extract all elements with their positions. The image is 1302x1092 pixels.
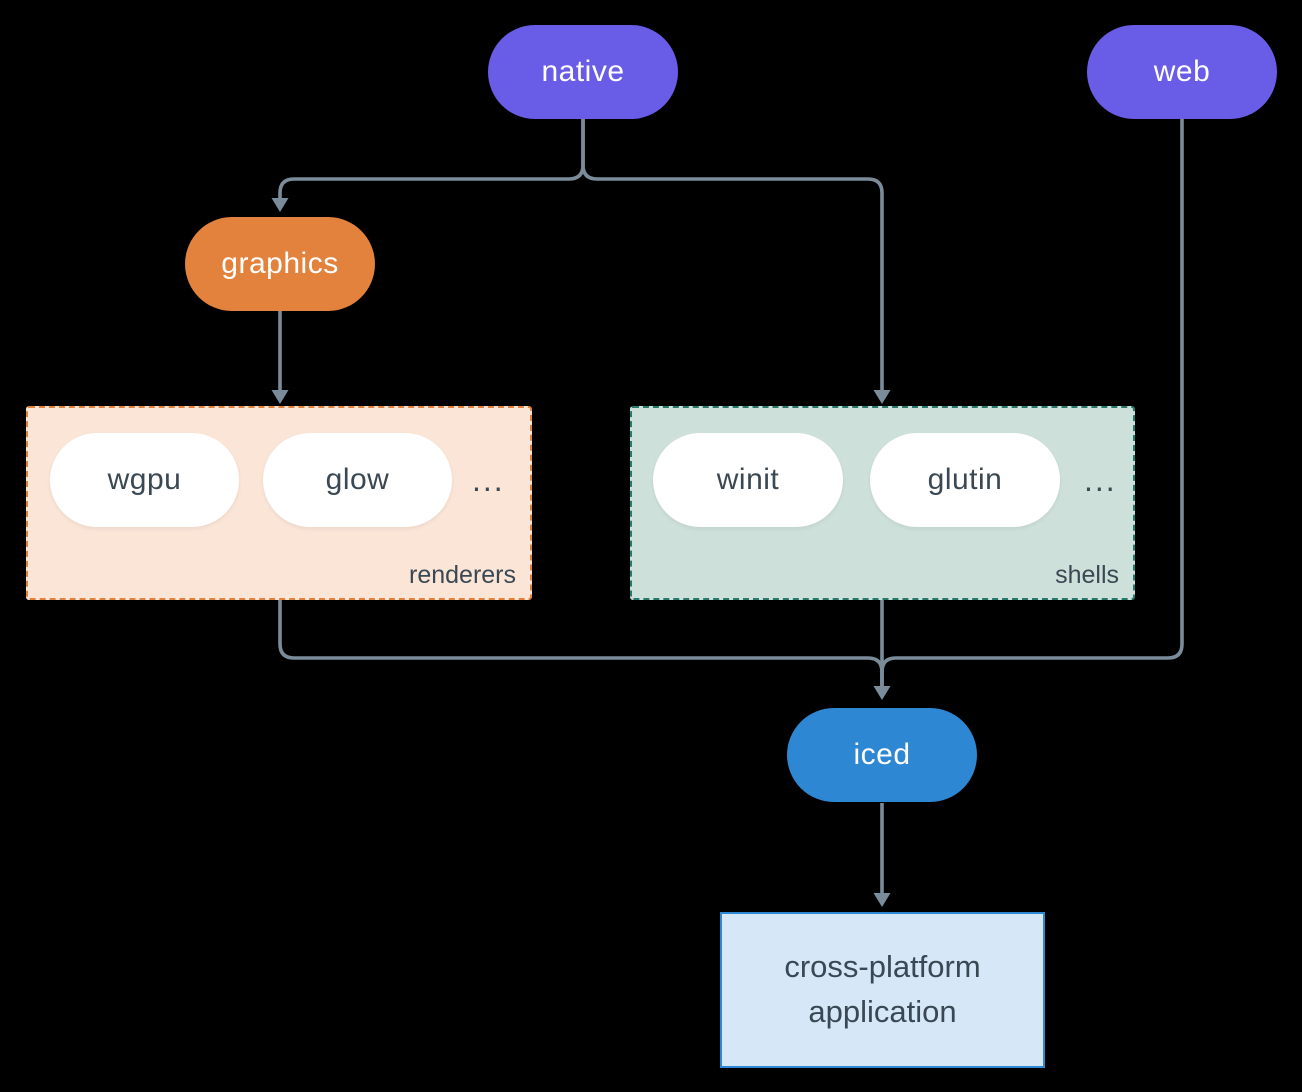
group-shells: winit glutin ... shells (630, 406, 1135, 600)
node-iced: iced (787, 708, 977, 802)
edge-native-to-graphics (278, 118, 585, 198)
arrowhead-graphics (271, 198, 289, 212)
node-winit-label: winit (716, 463, 780, 496)
arrowhead-app (873, 893, 891, 907)
group-renderers: wgpu glow ... renderers (26, 406, 532, 600)
node-web-label: web (1153, 55, 1211, 88)
node-iced-label: iced (853, 738, 911, 771)
node-native: native (488, 25, 678, 119)
node-wgpu: wgpu (50, 433, 239, 527)
node-wgpu-label: wgpu (107, 463, 182, 496)
shells-ellipsis: ... (1084, 461, 1117, 498)
arrowhead-shells (873, 390, 891, 404)
node-graphics-label: graphics (221, 247, 339, 280)
node-web: web (1087, 25, 1277, 119)
edge-renderers-to-iced (278, 600, 884, 686)
node-glutin: glutin (870, 433, 1060, 527)
arrowhead-renderers (271, 390, 289, 404)
node-glow-label: glow (325, 463, 390, 496)
node-winit: winit (653, 433, 843, 527)
edge-web-to-iced (880, 118, 1184, 686)
node-graphics: graphics (185, 217, 375, 311)
node-glow: glow (263, 433, 452, 527)
renderers-group-label: renderers (409, 561, 516, 589)
shells-group-label: shells (1055, 561, 1119, 589)
edge-native-to-shells (581, 118, 884, 390)
arrowhead-iced (873, 686, 891, 700)
app-label: cross-platform application (784, 949, 981, 1029)
node-cross-platform-application: cross-platform application (720, 912, 1045, 1068)
renderers-ellipsis: ... (472, 461, 505, 498)
node-native-label: native (541, 55, 625, 88)
node-glutin-label: glutin (927, 463, 1003, 496)
